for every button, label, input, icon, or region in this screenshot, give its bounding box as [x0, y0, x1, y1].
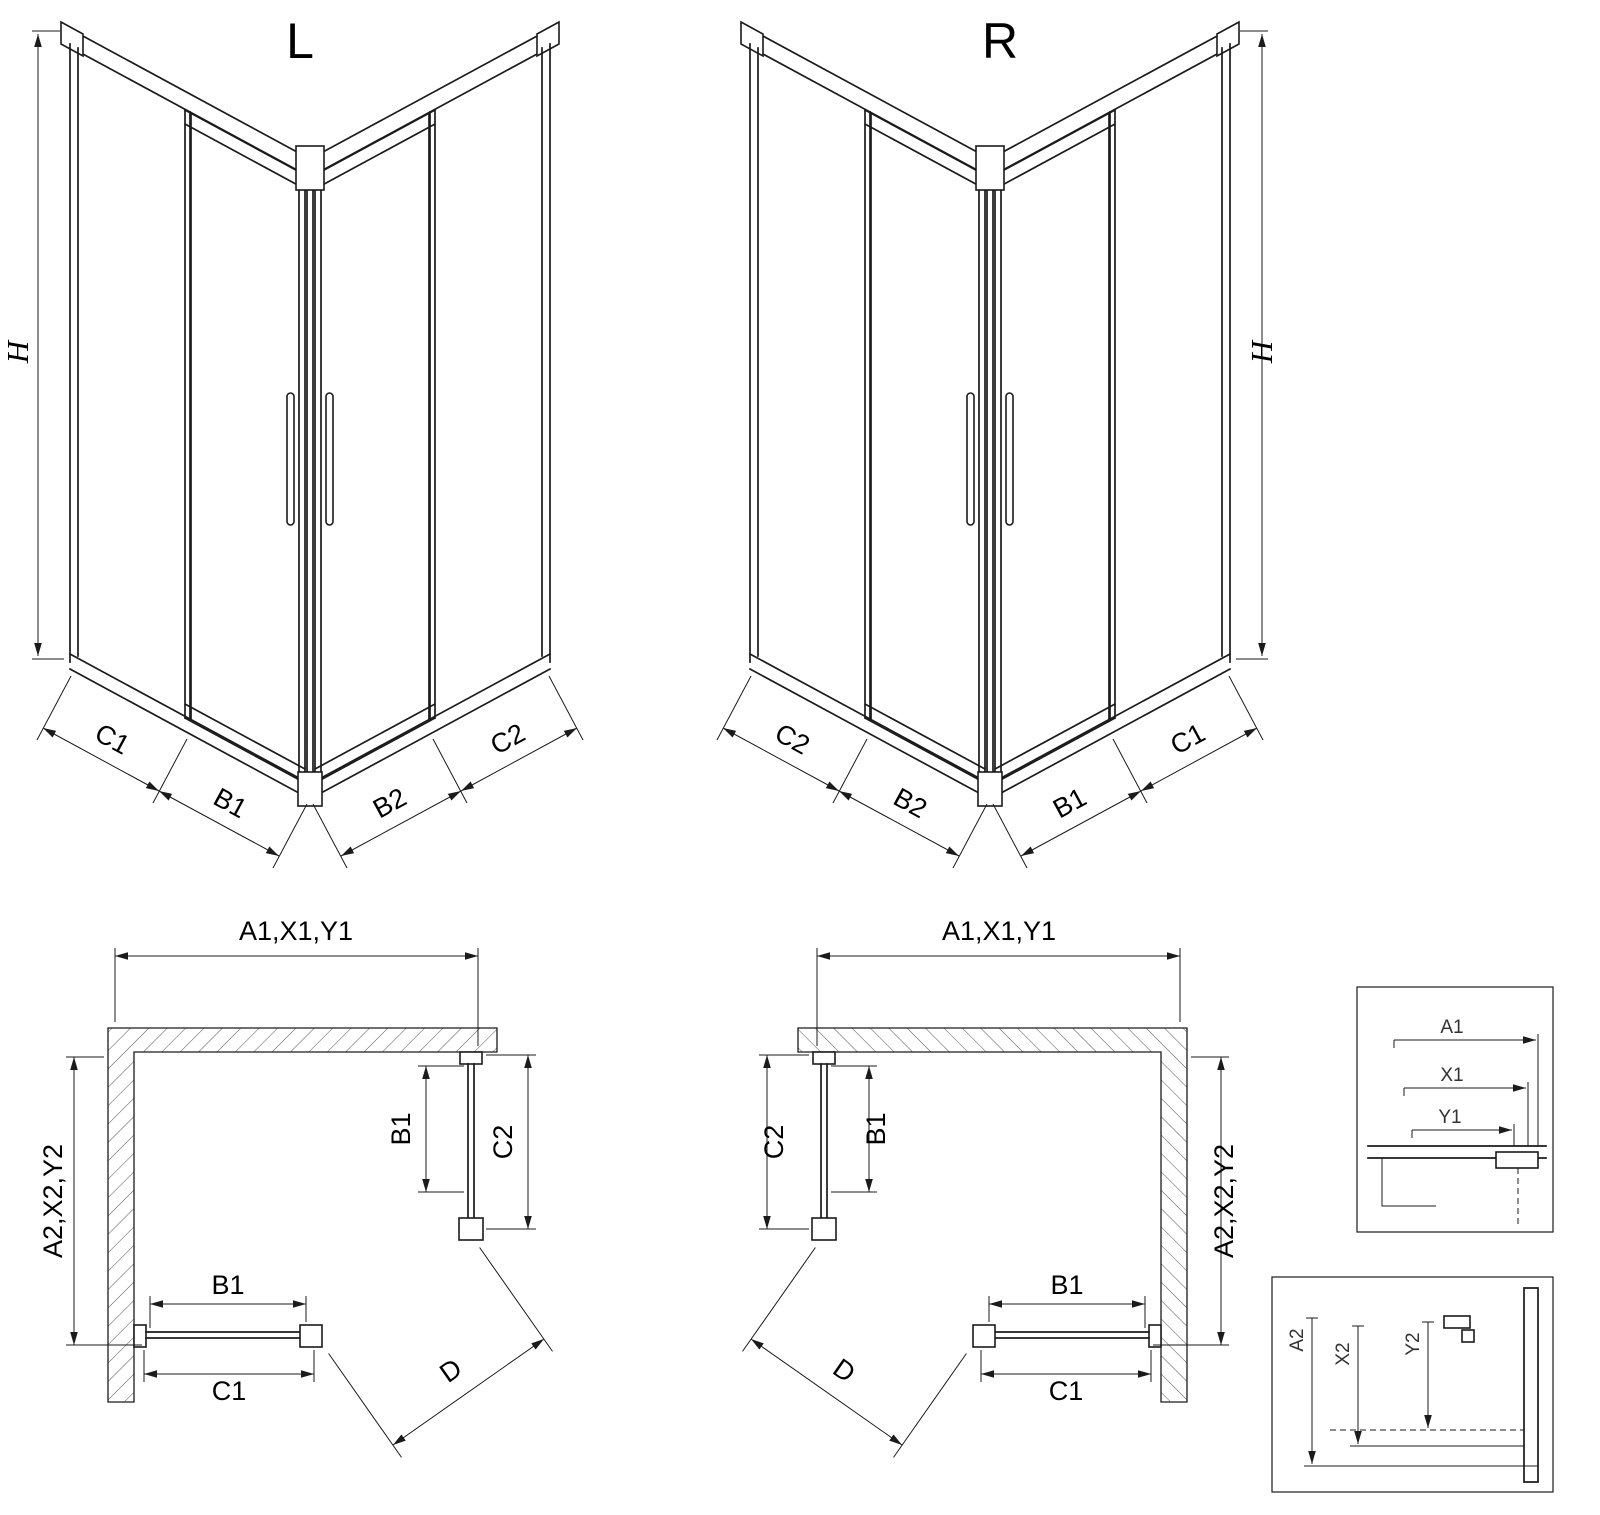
plan-side-inner-label: B1 [861, 1112, 891, 1145]
plan-depth-label: A2,X2,Y2 [38, 1144, 68, 1258]
dim-start-ticks [1393, 1040, 1413, 1138]
plan-front-outer-label: C1 [212, 1376, 247, 1406]
height-dim-label: H [1244, 339, 1279, 364]
view-label-right: R [982, 13, 1018, 69]
plan-front-inner-label: B1 [211, 1270, 244, 1300]
plan-geometry [66, 948, 553, 1457]
iso-right-view: R H C2 B2 B1 C1 [717, 13, 1279, 868]
wall-section-lines [1367, 1145, 1547, 1159]
dim-label-b2: B2 [889, 782, 932, 824]
detail-frame [1271, 1276, 1554, 1493]
detail-depth-box: A2 X2 Y2 [1271, 1276, 1554, 1493]
iso-left-view: L H C1 B1 B2 C2 [0, 13, 583, 868]
plan-left-view: A1,X1,Y1 A2,X2,Y2 B1 C2 B1 C1 D [38, 916, 553, 1457]
panel-return-detail [1381, 1158, 1436, 1207]
profile-section [1495, 1151, 1539, 1169]
reference-lines [1304, 1445, 1538, 1467]
plan-front-inner-label: B1 [1050, 1270, 1083, 1300]
plan-side-outer-label: C2 [759, 1125, 789, 1160]
wall-section-lines [1523, 1287, 1539, 1483]
plan-diagonal-label: D [828, 1353, 861, 1389]
detail-label-x2: X2 [1333, 1342, 1354, 1365]
dim-label-b1: B1 [1048, 782, 1091, 824]
view-label-left: L [286, 13, 314, 69]
plan-diagonal-label: D [434, 1353, 467, 1389]
plan-width-label: A1,X1,Y1 [942, 916, 1056, 946]
plan-width-label: A1,X1,Y1 [239, 916, 353, 946]
dim-label-c2: C2 [770, 718, 815, 761]
dim-label-c1: C1 [1165, 718, 1210, 761]
detail-label-a1: A1 [1440, 1017, 1463, 1038]
plan-geometry-mirrored [743, 948, 1230, 1457]
detail-label-a2: A2 [1287, 1328, 1308, 1351]
profile-section-small [1461, 1329, 1475, 1343]
plan-depth-label: A2,X2,Y2 [1209, 1144, 1239, 1258]
detail-label-y1: Y1 [1438, 1107, 1461, 1128]
plan-side-outer-label: C2 [488, 1125, 518, 1160]
detail-label-y2: Y2 [1403, 1332, 1424, 1355]
reference-lines [1513, 1034, 1539, 1146]
plan-side-inner-label: B1 [386, 1112, 416, 1145]
dim-label-c1: C1 [90, 718, 135, 761]
detail-frame [1356, 986, 1554, 1233]
plan-right-view: A1,X1,Y1 A2,X2,Y2 B1 C2 B1 C1 D [743, 916, 1239, 1457]
profile-section [1443, 1315, 1471, 1329]
height-dim-label: H [0, 339, 35, 364]
dim-label-b2: B2 [368, 782, 411, 824]
plan-front-outer-label: C1 [1049, 1376, 1084, 1406]
detail-width-box: A1 X1 Y1 [1356, 986, 1554, 1233]
dim-label-b1: B1 [209, 782, 252, 824]
dim-label-c2: C2 [485, 718, 530, 761]
dim-start-ticks [1306, 1317, 1434, 1327]
detail-label-x1: X1 [1440, 1065, 1463, 1086]
